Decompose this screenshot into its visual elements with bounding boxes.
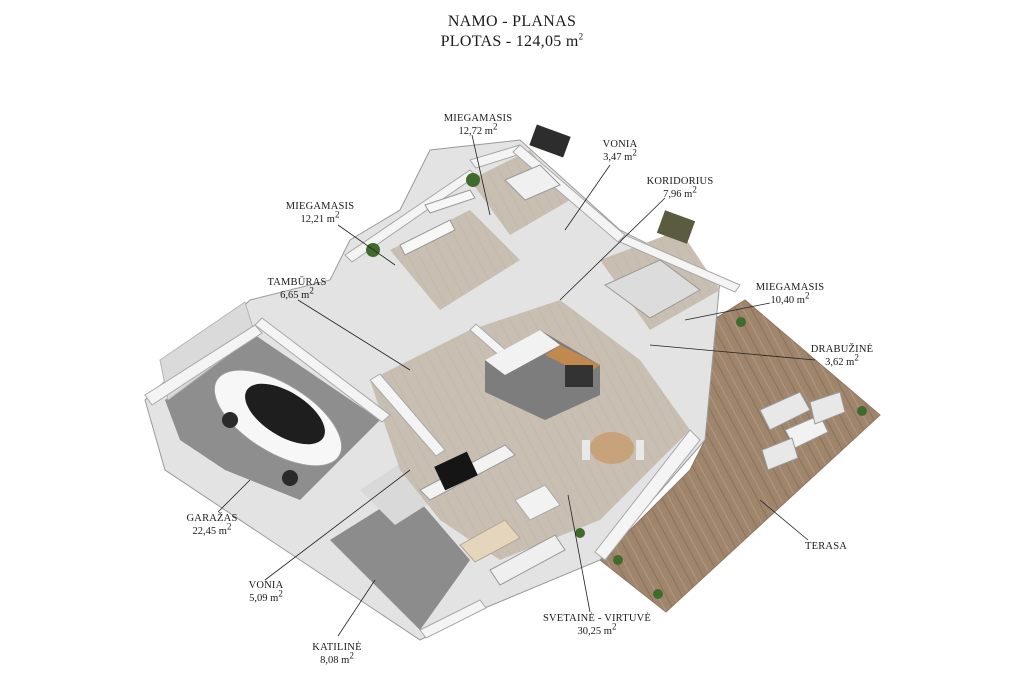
kitchen-units bbox=[485, 330, 600, 420]
room-name: KATILINĖ bbox=[312, 642, 362, 653]
bedroom-furniture bbox=[399, 124, 701, 319]
room-name: KORIDORIUS bbox=[646, 176, 714, 187]
dining-table bbox=[582, 432, 644, 464]
room-name: TERASA bbox=[804, 541, 848, 552]
plan-title-line-1: NAMO - PLANAS bbox=[447, 13, 577, 30]
room-area: 6,65 m2 bbox=[280, 285, 314, 301]
room-label: MIEGAMASIS 12,21 m2 bbox=[286, 200, 355, 226]
room-area: 30,25 m2 bbox=[577, 621, 617, 637]
room-name: DRABUŽINĖ bbox=[810, 344, 874, 355]
room-label: KORIDORIUS 7,96 m2 bbox=[647, 175, 714, 201]
car-illustration bbox=[213, 369, 343, 486]
plants bbox=[366, 173, 867, 599]
room-area: 22,45 m2 bbox=[192, 521, 232, 537]
room-label: SVETAINĖ - VIRTUVĖ 30,25 m2 bbox=[543, 612, 651, 638]
room-area: 10,40 m2 bbox=[770, 290, 810, 306]
room-name: MIEGAMASIS bbox=[285, 201, 355, 212]
room-label: GARAŽAS 22,45 m2 bbox=[187, 512, 238, 538]
room-name: VONIA bbox=[248, 580, 284, 591]
room-label: MIEGAMASIS 12,72 m2 bbox=[444, 112, 513, 138]
living-kitchen-floor bbox=[370, 300, 690, 560]
room-name: MIEGAMASIS bbox=[755, 282, 825, 293]
room-area: 12,72 m2 bbox=[458, 121, 498, 137]
boiler-room-floor bbox=[330, 490, 470, 630]
room-label: VONIA 5,09 m2 bbox=[249, 579, 284, 605]
room-label: TERASA bbox=[805, 540, 847, 553]
room-name: SVETAINĖ - VIRTUVĖ bbox=[542, 613, 652, 624]
room-label: VONIA 3,47 m2 bbox=[603, 138, 638, 164]
label-leader-lines bbox=[217, 134, 816, 637]
room-label: MIEGAMASIS 10,40 m2 bbox=[756, 281, 825, 307]
plan-title-line-2: PLOTAS - 124,05 m2 bbox=[0, 32, 1024, 52]
room-name: VONIA bbox=[602, 139, 638, 150]
plan-title: NAMO - PLANAS PLOTAS - 124,05 m2 bbox=[0, 12, 1024, 52]
room-area: 5,09 m2 bbox=[249, 588, 283, 604]
room-area: 3,47 m2 bbox=[603, 147, 637, 163]
total-area-unit-sup: 2 bbox=[578, 31, 584, 42]
room-name: GARAŽAS bbox=[186, 513, 238, 524]
room-name: TAMBŪRAS bbox=[267, 277, 327, 288]
room-name: MIEGAMASIS bbox=[443, 113, 513, 124]
room-area: 8,08 m2 bbox=[320, 650, 354, 666]
room-label: DRABUŽINĖ 3,62 m2 bbox=[811, 343, 873, 369]
room-label: KATILINĖ 8,08 m2 bbox=[312, 641, 361, 667]
room-area: 12,21 m2 bbox=[300, 209, 340, 225]
room-area: 3,62 m2 bbox=[825, 352, 859, 368]
total-area-text: PLOTAS - 124,05 m bbox=[440, 33, 579, 50]
room-label: TAMBŪRAS 6,65 m2 bbox=[267, 276, 326, 302]
living-furniture bbox=[419, 444, 566, 586]
room-area: 7,96 m2 bbox=[663, 184, 697, 200]
terrace-furniture bbox=[759, 391, 846, 471]
